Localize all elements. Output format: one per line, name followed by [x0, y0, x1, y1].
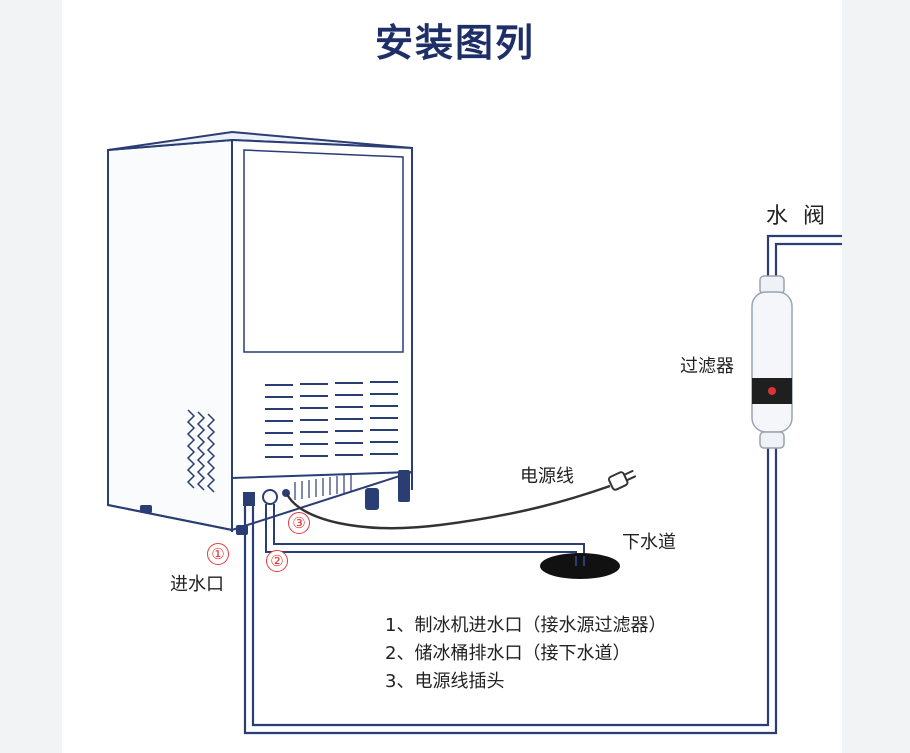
drain-label: 下水道	[622, 532, 676, 553]
left-margin-strip	[0, 0, 62, 753]
marker-3: ③	[288, 512, 310, 534]
water-inlet-label: 进水口	[170, 574, 224, 595]
water-valve-label: 水 阀	[766, 204, 829, 229]
front-vents	[265, 381, 398, 458]
rear-grille	[294, 474, 352, 500]
machine-feet	[140, 470, 410, 535]
power-cord-label: 电源线	[520, 466, 574, 487]
right-margin-strip	[842, 0, 910, 753]
drain-port	[262, 489, 278, 505]
ports	[243, 489, 290, 506]
legend: 1、制冰机进水口（接水源过滤器） 2、储冰桶排水口（接下水道） 3、电源线插头	[385, 612, 666, 696]
marker-1: ①	[207, 543, 229, 565]
filter-label: 过滤器	[680, 356, 734, 377]
drain-hole	[540, 553, 620, 579]
inlet-port	[243, 492, 255, 506]
drain-pipe	[265, 504, 585, 566]
inlet-pipe	[243, 445, 778, 735]
marker-2: ②	[266, 550, 288, 572]
side-vents	[186, 409, 216, 493]
filter-cartridge	[751, 275, 793, 449]
power-cord	[285, 484, 611, 530]
power-plug	[607, 469, 637, 491]
legend-item-2: 2、储冰桶排水口（接下水道）	[385, 643, 631, 664]
legend-item-1: 1、制冰机进水口（接水源过滤器）	[385, 615, 667, 636]
ice-machine	[107, 130, 413, 532]
legend-item-3: 3、电源线插头	[385, 671, 505, 692]
page-title: 安装图列	[374, 21, 535, 65]
